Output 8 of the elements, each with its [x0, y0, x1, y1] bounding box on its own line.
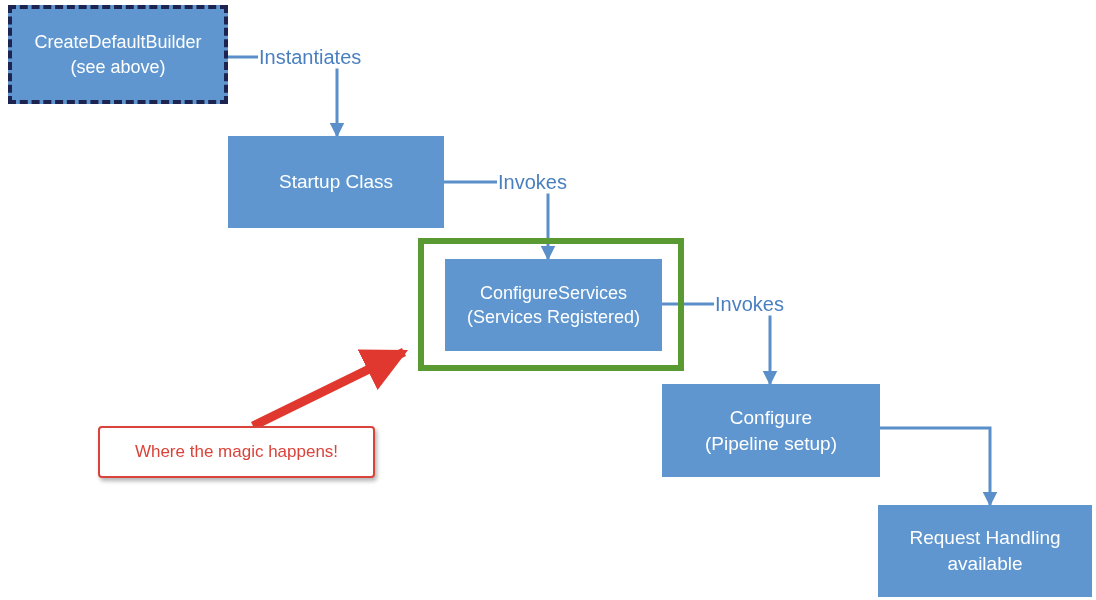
process-box: Configure (Pipeline setup)	[662, 384, 880, 477]
callout-box: Where the magic happens!	[98, 426, 375, 478]
highlight-frame	[418, 238, 684, 371]
arrow	[880, 426, 998, 507]
process-box: CreateDefaultBuilder (see above)	[8, 5, 228, 104]
process-box: ConfigureServices (Services Registered)	[445, 259, 662, 351]
process-box: Request Handling available	[878, 505, 1092, 597]
process-box: Startup Class	[228, 136, 444, 228]
